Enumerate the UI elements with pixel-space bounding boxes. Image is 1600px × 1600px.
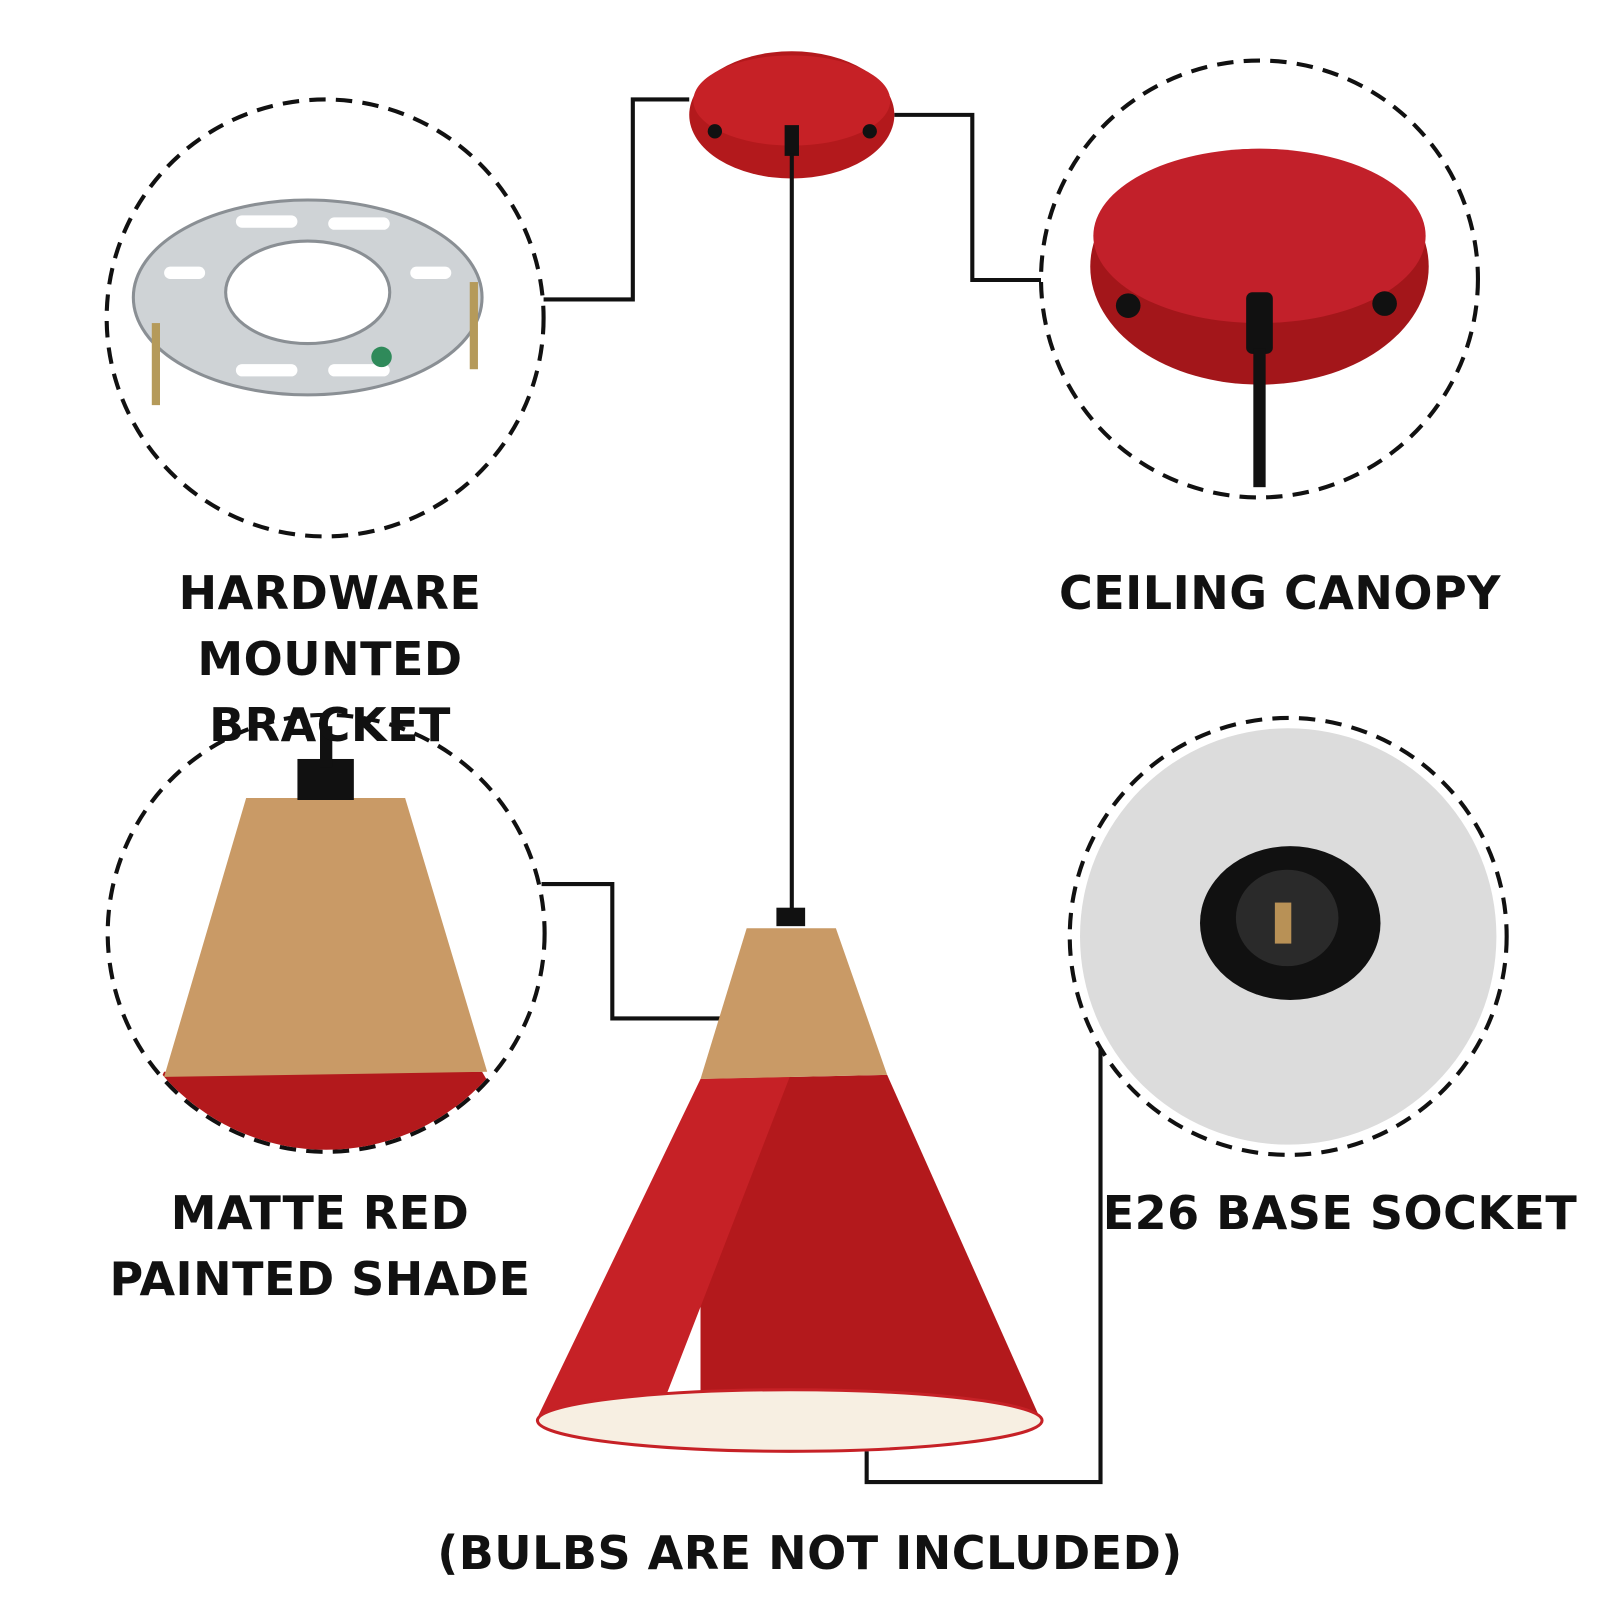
label-shade-line1: MATTE RED <box>170 1186 470 1240</box>
shade-detail <box>105 712 547 1154</box>
label-canopy-line1: CEILING CANOPY <box>1059 566 1501 620</box>
connector-bracket <box>543 97 690 302</box>
label-shade: MATTE RED PAINTED SHADE <box>60 1180 580 1312</box>
bracket-detail <box>104 97 546 539</box>
main-pendant-shade <box>535 907 1044 1453</box>
connector-lines <box>541 97 1103 1485</box>
canopy-detail <box>1038 58 1480 500</box>
label-socket-line1: E26 BASE SOCKET <box>1102 1186 1578 1240</box>
label-bracket: HARDWARE MOUNTED BRACKET <box>40 560 620 758</box>
label-bracket-line2: BRACKET <box>209 698 451 752</box>
connector-canopy <box>894 112 1042 283</box>
connector-shade <box>541 882 720 1021</box>
socket-detail <box>1067 715 1509 1157</box>
main-ceiling-canopy <box>689 51 895 179</box>
footer-note: (BULBS ARE NOT INCLUDED) <box>437 1526 1183 1580</box>
label-shade-line2: PAINTED SHADE <box>109 1252 531 1306</box>
label-bracket-line1: HARDWARE MOUNTED <box>178 566 482 686</box>
connector-socket <box>864 1035 1103 1485</box>
label-socket: E26 BASE SOCKET <box>1095 1180 1585 1246</box>
label-canopy: CEILING CANOPY <box>1030 560 1530 626</box>
